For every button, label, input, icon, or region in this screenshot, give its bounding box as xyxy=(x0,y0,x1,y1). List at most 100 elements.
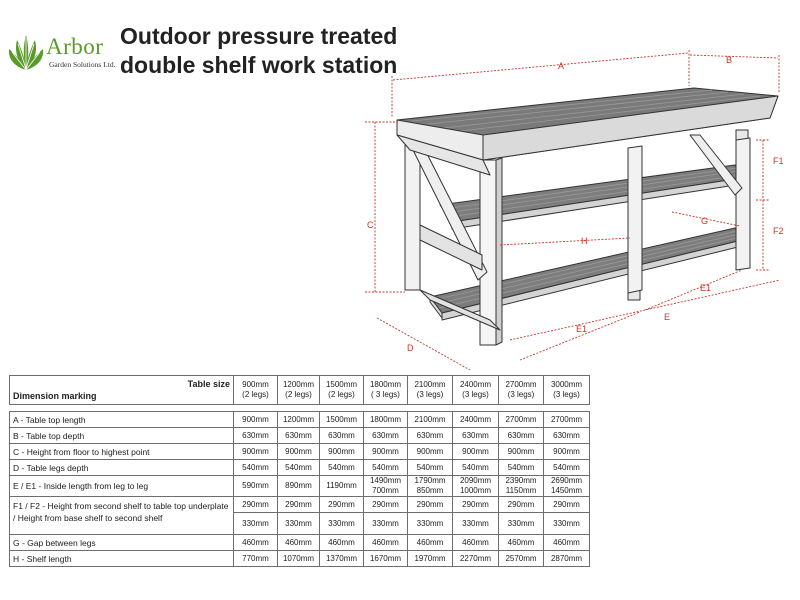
cell: 630mm xyxy=(363,427,408,444)
cell: 540mm xyxy=(407,459,453,476)
cell: 900mm xyxy=(452,443,499,460)
cell: 630mm xyxy=(277,427,320,444)
cell: 460mm xyxy=(233,534,278,551)
cell: 770mm xyxy=(233,550,278,567)
cell: 890mm xyxy=(277,475,320,497)
page-title: Outdoor pressure treated double shelf wo… xyxy=(120,22,397,80)
cell: 2400mm xyxy=(452,411,499,428)
row-label: G - Gap between legs xyxy=(9,534,234,551)
cell: 330mm xyxy=(498,512,544,535)
label-d: D xyxy=(407,343,414,353)
cell: 630mm xyxy=(233,427,278,444)
cell: 1500mm xyxy=(319,411,364,428)
cell: 1190mm xyxy=(319,475,364,497)
cell: 2270mm xyxy=(452,550,499,567)
row-c: C - Height from floor to highest point 9… xyxy=(9,443,590,460)
cell: 290mm xyxy=(407,496,453,513)
cell: 330mm xyxy=(319,512,364,535)
cell: 630mm xyxy=(407,427,453,444)
cell: 460mm xyxy=(319,534,364,551)
cell: 290mm xyxy=(452,496,499,513)
cell: 460mm xyxy=(498,534,544,551)
row-label: B - Table top depth xyxy=(9,427,234,444)
cell: 330mm xyxy=(452,512,499,535)
size-header: 2400mm(3 legs) xyxy=(452,375,499,405)
cell: 1970mm xyxy=(407,550,453,567)
cell: 900mm xyxy=(407,443,453,460)
cell: 540mm xyxy=(498,459,544,476)
cell: 590mm xyxy=(233,475,278,497)
row-h: H - Shelf length 770mm 1070mm 1370mm 167… xyxy=(9,550,590,567)
label-e: E xyxy=(664,312,670,322)
cell: 540mm xyxy=(277,459,320,476)
cell: 330mm xyxy=(407,512,453,535)
cell: 630mm xyxy=(319,427,364,444)
label-f1: F1 xyxy=(773,156,784,166)
cell: 330mm xyxy=(233,512,278,535)
cell: 1800mm xyxy=(363,411,408,428)
cell: 2700mm xyxy=(543,411,590,428)
row-label: D - Table legs depth xyxy=(9,459,234,476)
dimension-table: Table size Dimension marking 900mm(2 leg… xyxy=(9,375,590,567)
brand-subtitle: Garden Solutions Ltd. xyxy=(49,60,116,69)
cell: 2870mm xyxy=(543,550,590,567)
cell: 540mm xyxy=(452,459,499,476)
spacer-row xyxy=(9,404,590,412)
size-header: 1500mm(2 legs) xyxy=(319,375,364,405)
size-header: 1800mm( 3 legs) xyxy=(363,375,408,405)
brand-logo: Arbor Garden Solutions Ltd. xyxy=(8,32,118,76)
workbench-drawing xyxy=(396,87,779,346)
cell: 290mm xyxy=(363,496,408,513)
row-g: G - Gap between legs 460mm 460mm 460mm 4… xyxy=(9,534,590,551)
label-e1-left: E1 xyxy=(576,324,587,334)
cell: 540mm xyxy=(543,459,590,476)
cell: 2100mm xyxy=(407,411,453,428)
row-a: A - Table top length 900mm 1200mm 1500mm… xyxy=(9,411,590,428)
cell: 1070mm xyxy=(277,550,320,567)
row-label: C - Height from floor to highest point xyxy=(9,443,234,460)
cell: 630mm xyxy=(543,427,590,444)
size-header: 1200mm(2 legs) xyxy=(277,375,320,405)
cell: 460mm xyxy=(363,534,408,551)
cell: 900mm xyxy=(543,443,590,460)
label-a: A xyxy=(558,61,564,71)
cell: 900mm xyxy=(319,443,364,460)
cell: 460mm xyxy=(543,534,590,551)
cell: 290mm xyxy=(277,496,320,513)
cell: 330mm xyxy=(543,512,590,535)
size-header: 900mm(2 legs) xyxy=(233,375,278,405)
cell: 630mm xyxy=(452,427,499,444)
row-d: D - Table legs depth 540mm 540mm 540mm 5… xyxy=(9,459,590,476)
label-c: C xyxy=(367,220,374,230)
cell: 900mm xyxy=(233,411,278,428)
label-b: B xyxy=(726,55,732,65)
workbench-diagram: A B C D E E1 E1 F1 F2 G H xyxy=(365,50,784,371)
cell: 900mm xyxy=(363,443,408,460)
header-row: Table size Dimension marking 900mm(2 leg… xyxy=(9,375,590,405)
cell: 460mm xyxy=(452,534,499,551)
cell: 630mm xyxy=(498,427,544,444)
cell: 290mm xyxy=(319,496,364,513)
cell: 1370mm xyxy=(319,550,364,567)
cell: 290mm xyxy=(543,496,590,513)
leaf-logo-icon xyxy=(8,35,44,71)
row-f2: 330mm 330mm 330mm 330mm 330mm 330mm 330m… xyxy=(10,512,590,535)
label-g: G xyxy=(701,216,708,226)
cell: 540mm xyxy=(319,459,364,476)
cell: 290mm xyxy=(498,496,544,513)
title-line-2: double shelf work station xyxy=(120,52,398,78)
cell: 540mm xyxy=(363,459,408,476)
row-label-f: F1 / F2 - Height from second shelf to ta… xyxy=(9,496,234,535)
cell: 330mm xyxy=(277,512,320,535)
row-e: E / E1 - Inside length from leg to leg 5… xyxy=(9,475,590,497)
dimension-marking-heading: Dimension marking xyxy=(13,391,97,401)
label-f2: F2 xyxy=(773,226,784,236)
cell: 540mm xyxy=(233,459,278,476)
dimension-table-wrapper: Table size Dimension marking 900mm(2 leg… xyxy=(9,375,590,567)
cell: 900mm xyxy=(233,443,278,460)
cell: 2700mm xyxy=(498,411,544,428)
